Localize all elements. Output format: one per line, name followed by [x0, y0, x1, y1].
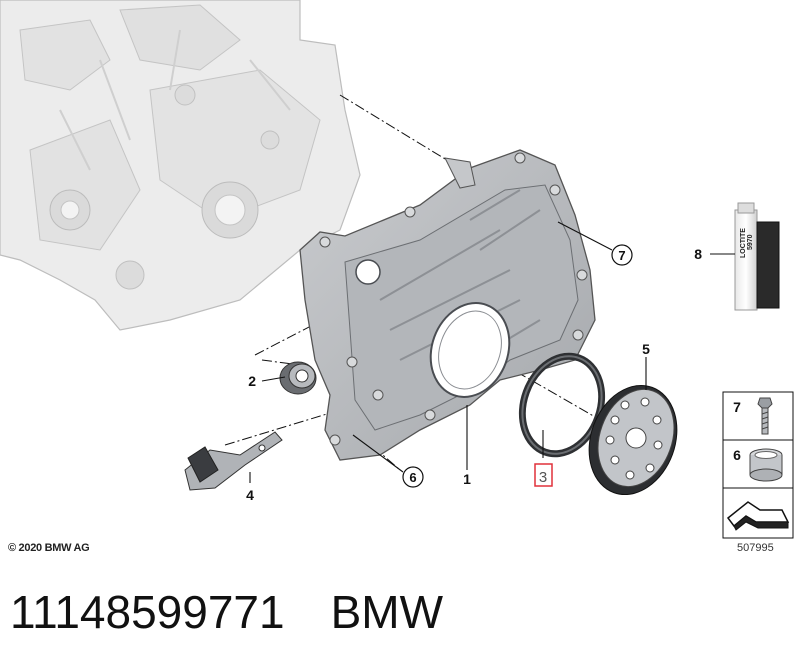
- callout-5-label: 5: [642, 341, 650, 357]
- sealant-code-text: 5970: [747, 234, 754, 250]
- engine-block-illustration: [0, 0, 361, 331]
- part-number: 11148599771: [10, 586, 285, 638]
- sleeve-icon: [749, 448, 783, 482]
- callout-2-label: 2: [248, 373, 256, 389]
- timing-cover-illustration: [299, 149, 596, 461]
- callout-circle-7: [611, 244, 633, 266]
- legend-item-7-label: 7: [733, 399, 741, 415]
- callout-6-label: 6: [409, 470, 416, 485]
- callout-4-label: 4: [246, 487, 254, 503]
- copyright-notice: © 2020 BMW AG: [8, 542, 90, 554]
- callout-3-label: 3: [539, 469, 547, 486]
- sealant-brand-text: LOCTITE: [740, 228, 747, 258]
- callout-circle-6: [402, 466, 424, 488]
- shaft-seal-illustration: [279, 361, 317, 395]
- legend-box: 7 6: [722, 391, 794, 539]
- leader-lines: [249, 221, 735, 483]
- brand-name: BMW: [330, 586, 444, 638]
- diagram-number: 507995: [737, 542, 774, 554]
- callout-7-label: 7: [618, 248, 625, 263]
- highlight-box-part-3: [534, 463, 553, 487]
- footer-caption: 11148599771 BMW: [10, 585, 443, 639]
- legend-item-6-label: 6: [733, 447, 741, 463]
- sealant-tube-illustration: LOCTITE 5970: [734, 202, 780, 311]
- callout-8-label: 8: [694, 246, 702, 262]
- bracket-symbol-icon: [726, 501, 790, 531]
- trigger-disc-illustration: [588, 384, 678, 496]
- callouts: 7 8 5 2 4 1 6 3: [246, 244, 702, 503]
- bolt-icon: [757, 397, 773, 435]
- sensor-illustration: [184, 431, 283, 491]
- callout-1-label: 1: [463, 471, 471, 487]
